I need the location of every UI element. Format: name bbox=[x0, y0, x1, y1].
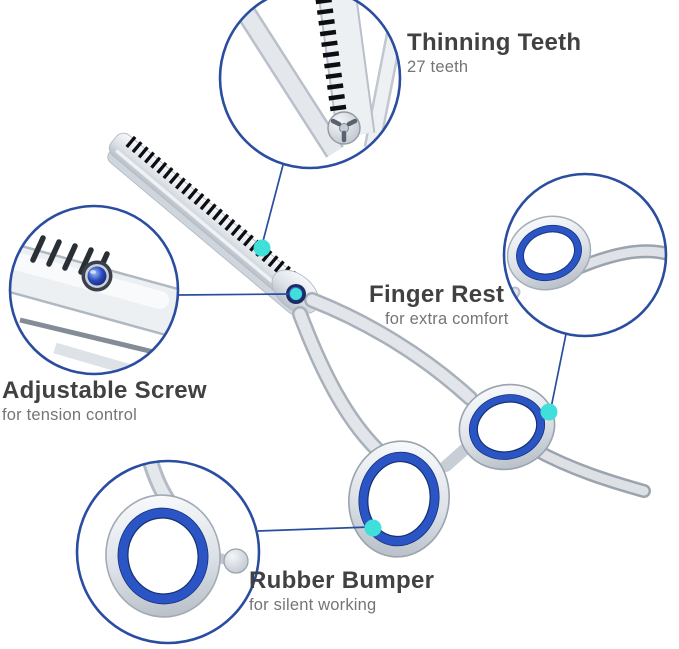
callout-adjustable-screw bbox=[8, 204, 180, 376]
annotation-adjustable-screw: Adjustable Screw for tension control bbox=[2, 378, 207, 425]
marker-dot-thinning-teeth bbox=[253, 239, 271, 257]
annotation-finger-rest: Finger Rest for extra comfort bbox=[369, 282, 509, 329]
connector-adjustable-screw bbox=[178, 293, 290, 296]
callout-thinning-teeth bbox=[218, 0, 402, 170]
thumb-ring bbox=[348, 440, 450, 558]
marker-dot-rubber-bumper bbox=[364, 519, 382, 537]
annotation-title: Rubber Bumper bbox=[249, 567, 435, 594]
annotation-title: Finger Rest bbox=[369, 281, 505, 308]
callout-teeth-pattern bbox=[314, 0, 348, 124]
connector-rubber-bumper bbox=[257, 526, 371, 532]
annotation-title: Thinning Teeth bbox=[407, 29, 582, 56]
feature-markers bbox=[253, 239, 558, 537]
annotation-subtitle: for extra comfort bbox=[385, 310, 509, 329]
connector-finger-rest bbox=[550, 333, 567, 409]
thinning-blade bbox=[107, 132, 320, 315]
annotation-subtitle: for silent working bbox=[249, 596, 377, 615]
annotation-title: Adjustable Screw bbox=[2, 377, 207, 404]
annotation-thinning-teeth: Thinning Teeth 27 teeth bbox=[407, 30, 581, 77]
connectors bbox=[178, 164, 567, 532]
marker-dot-finger-rest bbox=[540, 403, 558, 421]
callout-rubber-bumper bbox=[75, 459, 261, 645]
connector-thinning-teeth bbox=[261, 164, 284, 246]
annotation-subtitle: 27 teeth bbox=[407, 58, 469, 77]
annotation-rubber-bumper: Rubber Bumper for silent working bbox=[249, 568, 434, 615]
annotation-subtitle: for tension control bbox=[2, 406, 137, 425]
finger-rest-tang bbox=[527, 442, 651, 498]
callout-pivot-screw-head bbox=[327, 111, 361, 145]
bumper-knob bbox=[223, 548, 249, 574]
finger-ring bbox=[458, 383, 556, 471]
marker-dot-adjustable-screw bbox=[290, 288, 302, 300]
callout-gem-screw bbox=[81, 260, 113, 292]
callout-finger-rest bbox=[502, 172, 668, 338]
handle-shanks bbox=[292, 292, 478, 472]
